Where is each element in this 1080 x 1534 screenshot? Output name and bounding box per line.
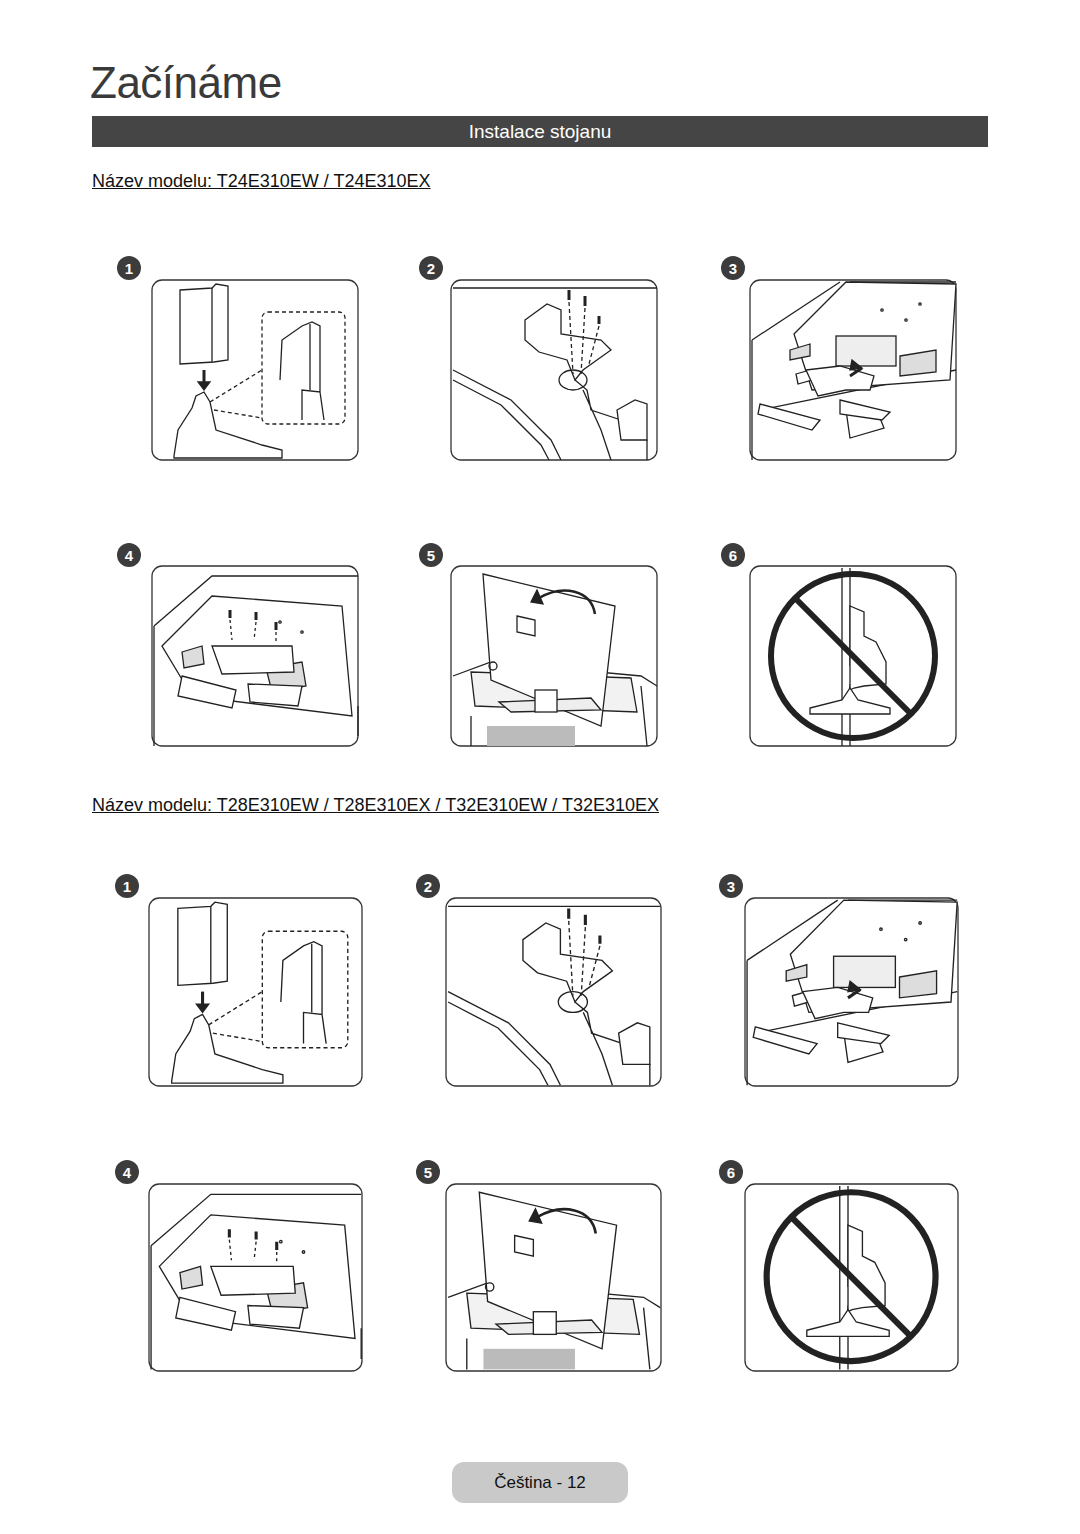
step-number: 3 [721,256,745,280]
page-footer-text: Čeština - 12 [494,1473,586,1493]
step-number: 1 [117,256,141,280]
step-number: 4 [115,1160,139,1184]
model-name-text: Název modelu: T24E310EW / T24E310EX [92,171,431,191]
section-band-text: Instalace stojanu [469,121,612,143]
step-number-text: 3 [727,878,735,895]
step-number: 5 [416,1160,440,1184]
panels [149,280,958,1371]
step-number-text: 2 [427,260,435,277]
model-name-text: Název modelu: T28E310EW / T28E310EX / T3… [92,795,659,815]
step-number-text: 2 [424,878,432,895]
step-number: 4 [117,543,141,567]
step-number: 1 [115,874,139,898]
step-number-text: 5 [424,1164,432,1181]
page-footer: Čeština - 12 [452,1462,628,1503]
section-band: Instalace stojanu [92,116,988,147]
step-number-text: 4 [125,547,133,564]
model-name: Název modelu: T24E310EW / T24E310EX [92,171,431,192]
page-title-text: Začínáme [90,58,282,107]
step-number-text: 6 [727,1164,735,1181]
step-number-text: 5 [427,547,435,564]
step-drawings [151,282,957,1369]
step-number-text: 6 [729,547,737,564]
step-number-text: 4 [123,1164,131,1181]
step-number: 5 [419,543,443,567]
step-number: 6 [719,1160,743,1184]
step-number: 2 [419,256,443,280]
step-number: 3 [719,874,743,898]
step-number-text: 1 [123,878,131,895]
step-number: 6 [721,543,745,567]
step-number: 2 [416,874,440,898]
step-number-text: 1 [125,260,133,277]
model-name: Název modelu: T28E310EW / T28E310EX / T3… [92,795,659,816]
step-number-text: 3 [729,260,737,277]
page-title: Začínáme [90,58,282,108]
